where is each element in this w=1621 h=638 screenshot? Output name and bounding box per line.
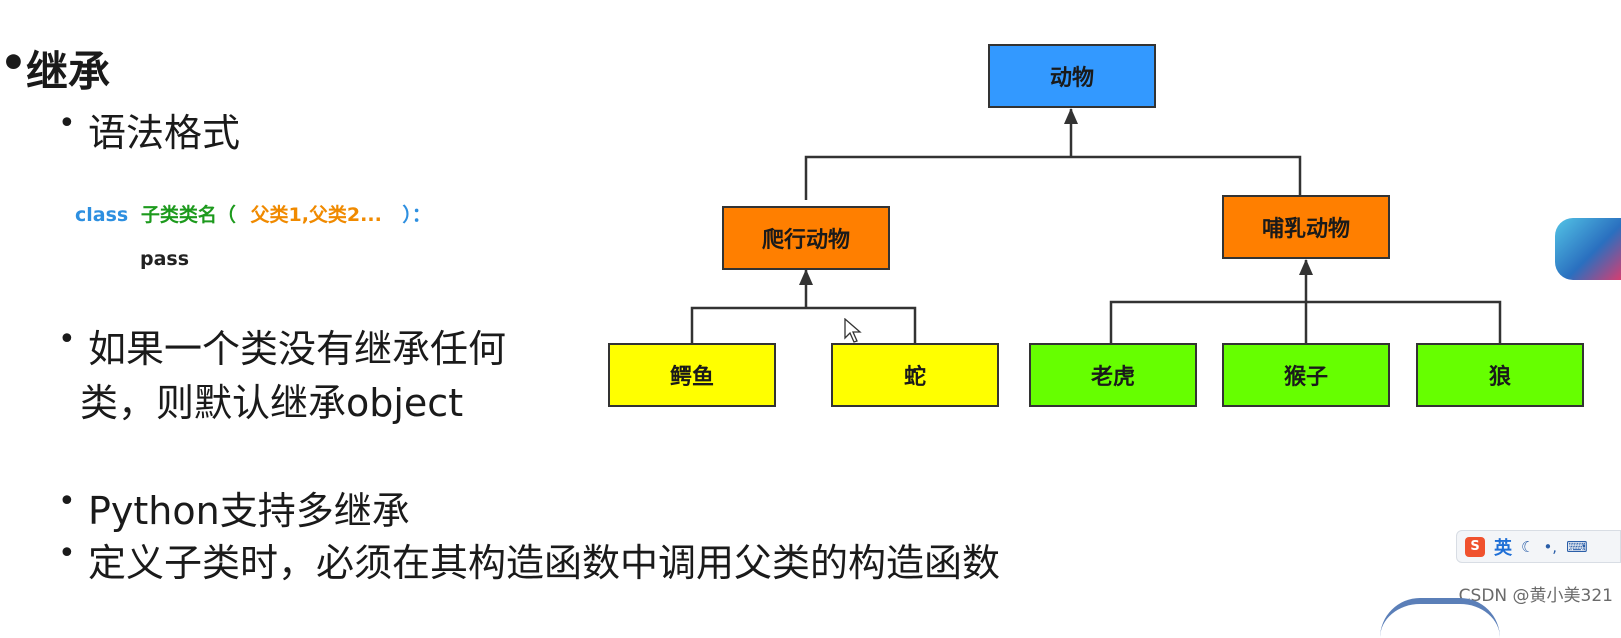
code-keyword: class	[75, 204, 129, 226]
bullet-text: 定义子类时，必须在其构造函数中调用父类的构造函数	[88, 541, 1001, 585]
code-parents: 父类1,父类2...	[250, 204, 382, 226]
bullet-dot: •	[58, 536, 76, 571]
node-reptile: 爬行动物	[722, 206, 890, 270]
ime-toolbar[interactable]: S 英 ☾ •, ⌨	[1456, 530, 1621, 563]
node-crocodile: 鳄鱼	[608, 343, 776, 407]
code-close: ）：	[402, 204, 431, 226]
node-wolf: 狼	[1416, 343, 1584, 407]
heading-title: 继承	[26, 47, 111, 96]
bullet-dot: •	[58, 484, 76, 519]
mouse-cursor-icon	[844, 318, 862, 343]
ime-logo-icon[interactable]: S	[1465, 536, 1485, 557]
node-animal: 动物	[988, 44, 1156, 108]
bullet-dot: •	[58, 106, 76, 141]
heading-bullet: •	[0, 38, 27, 87]
bullet-text: 语法格式	[88, 111, 241, 155]
code-class-name: 子类类名（	[140, 204, 236, 226]
ime-language-toggle[interactable]: 英	[1494, 537, 1512, 559]
node-monkey: 猴子	[1222, 343, 1390, 407]
connector-root-children	[804, 155, 1302, 200]
keyboard-icon[interactable]: ⌨	[1566, 537, 1588, 556]
node-snake: 蛇	[831, 343, 999, 407]
bullet-dot: •	[58, 322, 76, 357]
bullet-text-line1: 如果一个类没有继承任何	[88, 327, 507, 371]
code-line-pass: pass	[140, 248, 190, 270]
punctuation-icon[interactable]: •,	[1543, 537, 1558, 556]
bullet-default-object-line2: 类，则默认继承object	[80, 381, 464, 425]
bullet-text: Python支持多继承	[88, 489, 410, 533]
node-mammal: 哺乳动物	[1222, 195, 1390, 259]
decorative-swoosh	[1380, 598, 1500, 638]
connector-reptile-children	[690, 306, 917, 343]
watermark: CSDN @黄小美321	[1458, 586, 1613, 606]
app-icon	[1555, 218, 1621, 280]
moon-icon[interactable]: ☾	[1521, 537, 1535, 556]
code-line-class: class 子类类名（ 父类1,父类2... ）：	[75, 200, 431, 227]
node-tiger: 老虎	[1029, 343, 1197, 407]
